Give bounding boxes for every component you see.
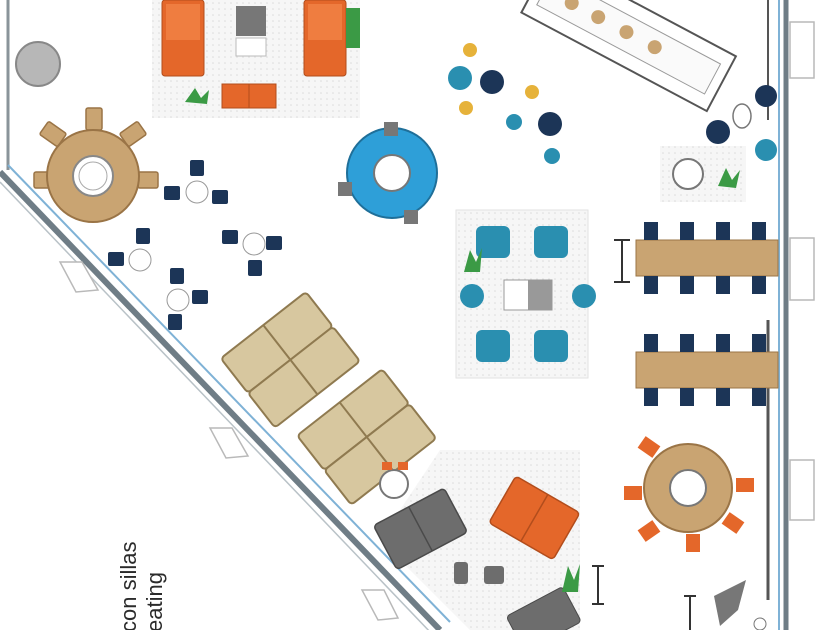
exterior-walls [0, 0, 789, 630]
bottom-lounge [374, 450, 767, 630]
sofa-icon [221, 292, 436, 505]
meeting-pod [455, 209, 596, 379]
window-mullion-icon [58, 261, 400, 621]
plant-icon [718, 168, 740, 188]
plant-icon [562, 564, 580, 592]
side-table [660, 146, 746, 202]
stool-icon [448, 43, 777, 164]
window-mullion-icon [789, 21, 815, 521]
plant-icon [185, 88, 209, 104]
round-table-icon [338, 122, 438, 224]
stool-icon [108, 160, 282, 330]
desk-bench-icon [614, 222, 779, 406]
top-lounge [152, 0, 360, 118]
round-table-icon [33, 107, 159, 223]
lamp-icon [15, 41, 61, 87]
plant-icon [464, 248, 482, 272]
round-table-icon [624, 436, 754, 552]
desk-bench-icon [520, 0, 738, 113]
armchair-icon [379, 462, 409, 499]
